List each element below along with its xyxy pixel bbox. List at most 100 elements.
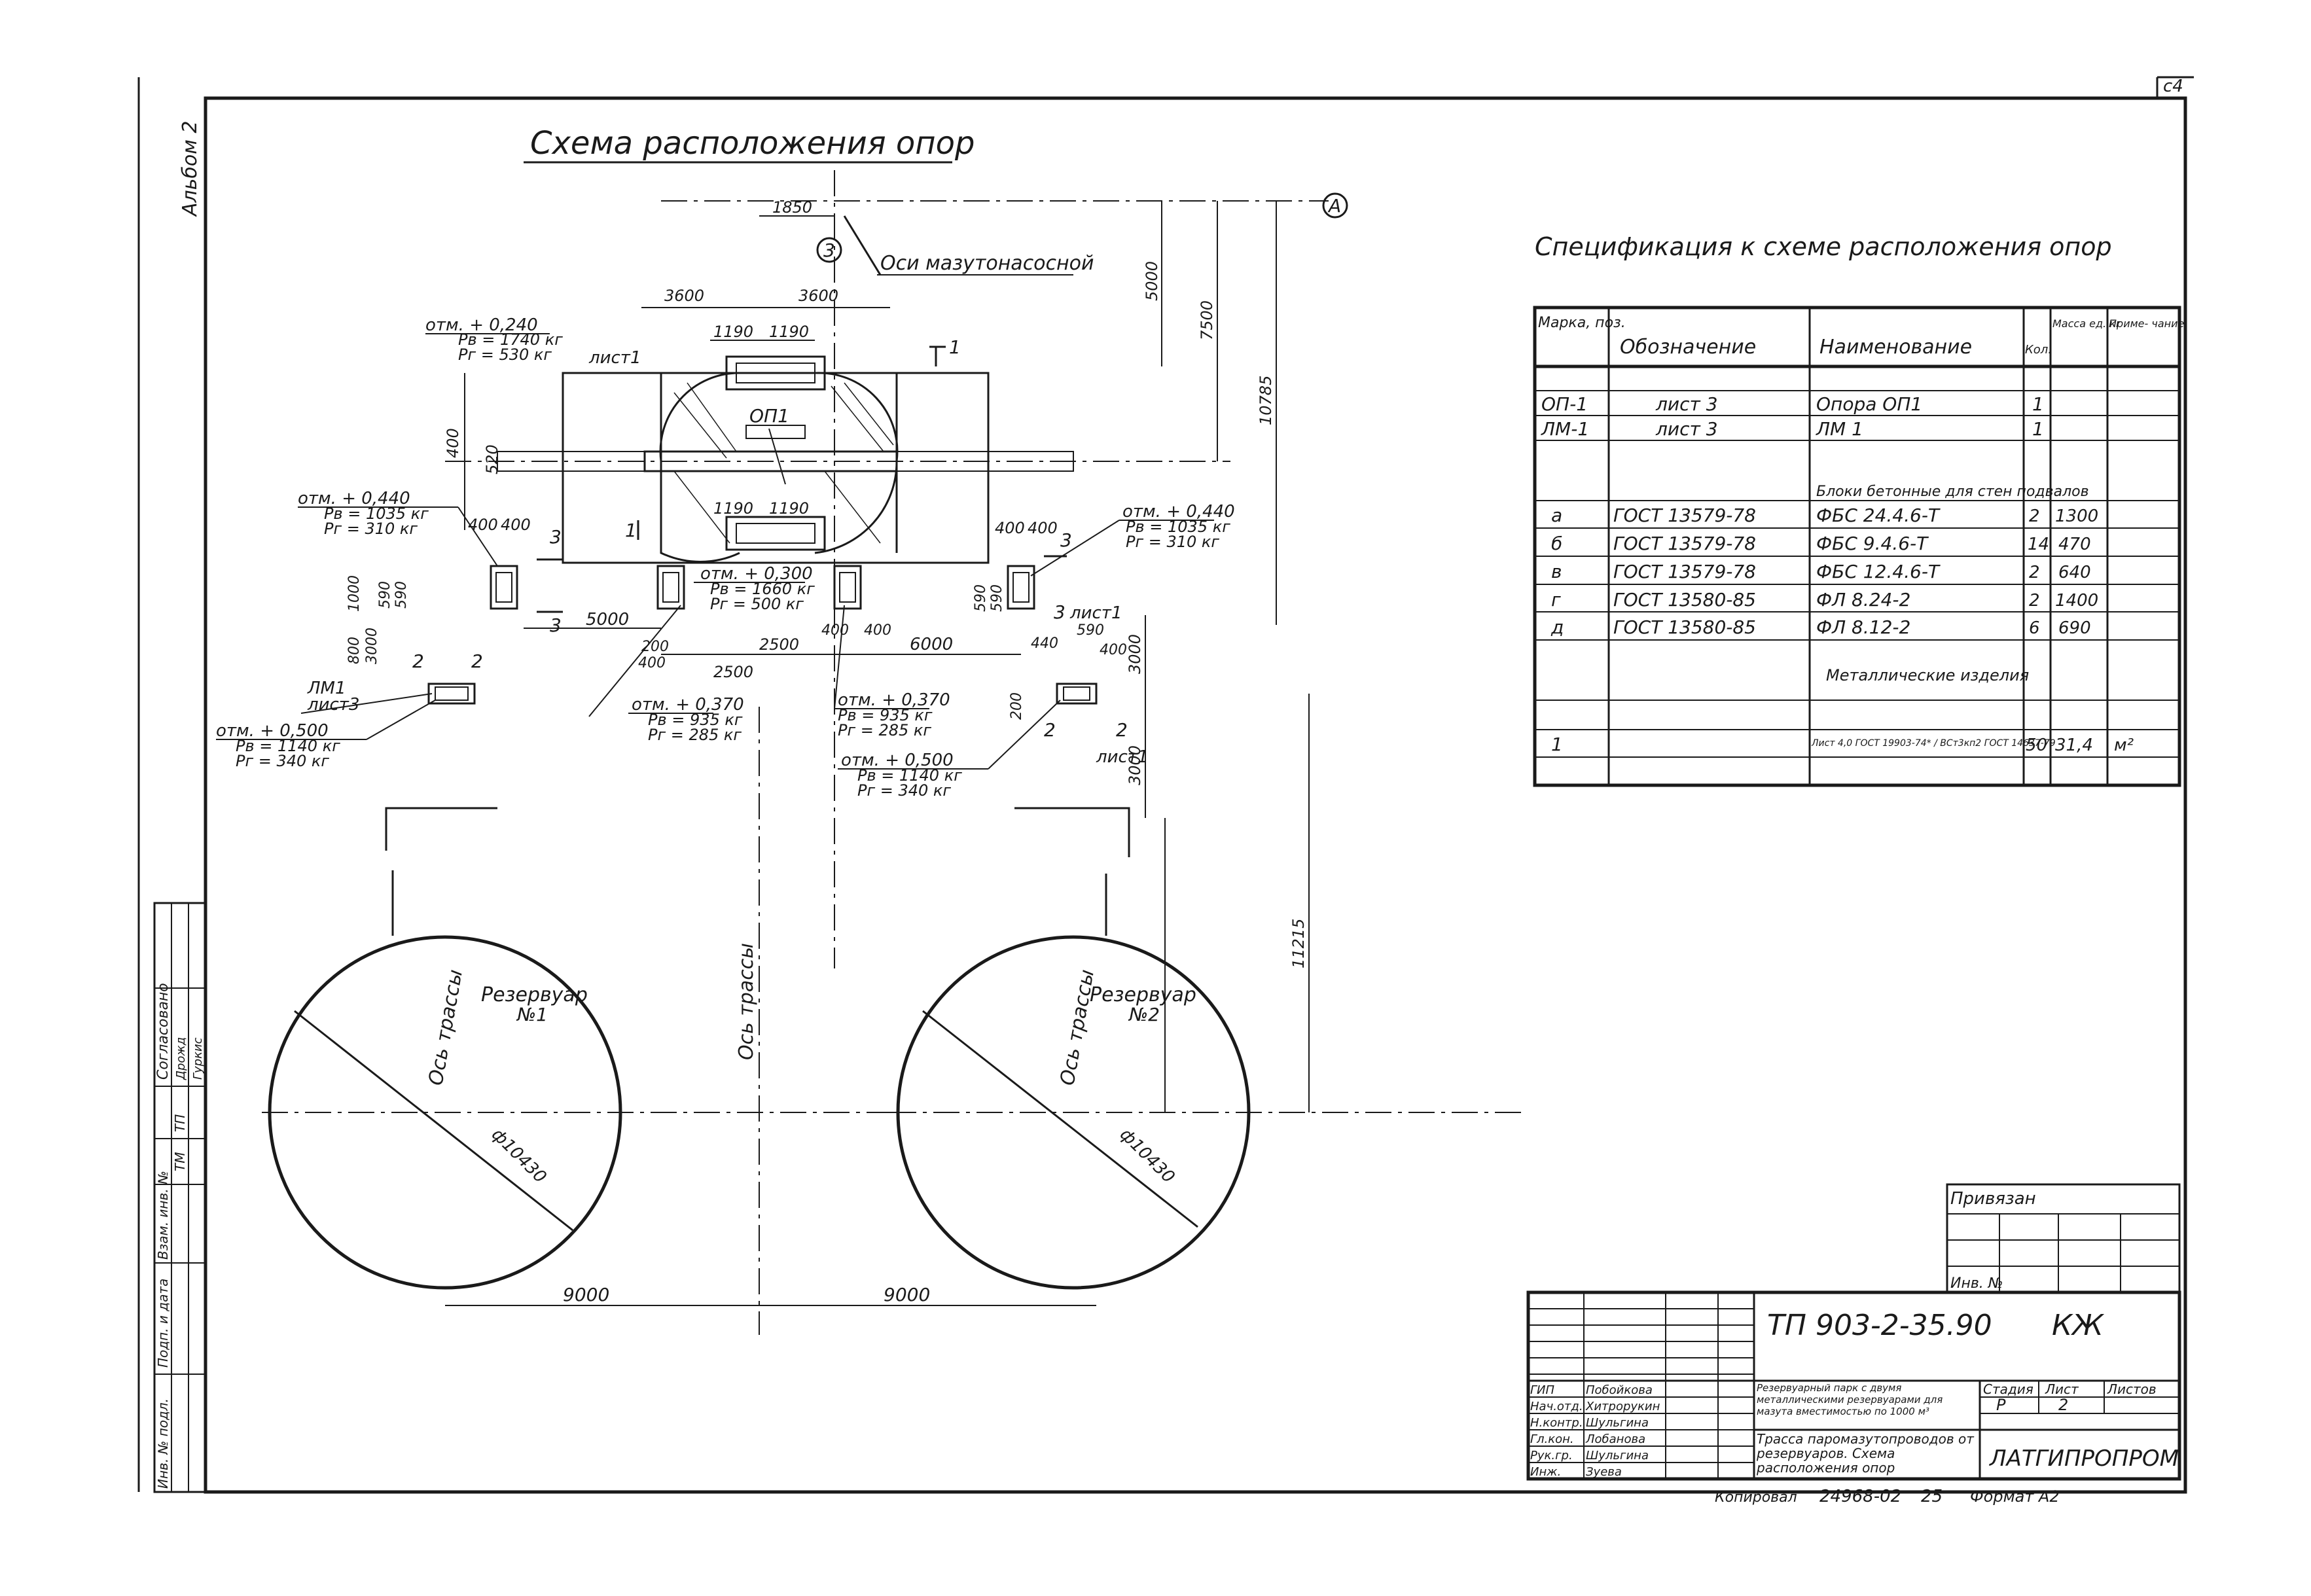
svg-text:Рг = 500 кг: Рг = 500 кг (710, 595, 804, 613)
svg-text:800: 800 (346, 637, 363, 664)
svg-text:Рг = 285 кг: Рг = 285 кг (838, 721, 931, 739)
svg-text:1300: 1300 (2055, 506, 2098, 526)
svg-text:400: 400 (468, 516, 498, 534)
svg-text:ГОСТ 13579-78: ГОСТ 13579-78 (1613, 533, 1756, 554)
svg-text:отм. + 0,440: отм. + 0,440 (1122, 502, 1235, 522)
order-number: 24968-02 (1819, 1487, 1901, 1506)
lm1-label: ЛМ1 (307, 679, 346, 698)
spec-h-mass: Масса ед. кг (2052, 317, 2122, 330)
strip-tp: ТП (172, 1114, 188, 1132)
op1-label: ОП1 (749, 405, 789, 427)
svg-text:1190: 1190 (713, 323, 753, 341)
svg-text:2: 2 (2029, 591, 2040, 611)
svg-text:отм. + 0,370: отм. + 0,370 (632, 695, 744, 715)
spec-title: Спецификация к схеме расположения опор (1535, 232, 2112, 261)
svg-text:ФБС 24.4.6-Т: ФБС 24.4.6-Т (1816, 505, 1941, 526)
plan-title: Схема расположения опор (530, 125, 975, 162)
svg-text:11215: 11215 (1289, 919, 1308, 968)
spec-row-7: г ГОСТ 13580-85 ФЛ 8.24-2 2 1400 (1551, 589, 2098, 611)
spec-row-2: ЛМ-1 лист 3 ЛМ 1 1 (1541, 418, 2044, 440)
svg-text:2500: 2500 (713, 663, 753, 681)
route-axis-center: Ось трассы (735, 943, 758, 1060)
tank2-diameter: ф10430 (1116, 1125, 1178, 1187)
org-name: ЛАТГИПРОПРОМ (1988, 1445, 2179, 1472)
svg-text:ЛМ-1: ЛМ-1 (1541, 418, 1589, 440)
title-block: Привязан Инв. № ТП 903-2-35.90 КЖ ГИП По… (1526, 1183, 2181, 1506)
svg-text:лист 3: лист 3 (1655, 393, 1718, 415)
list1-a: лист1 (588, 348, 641, 368)
axis-3-label: 3 (823, 239, 835, 261)
privyazan-label: Привязан (1950, 1189, 2036, 1209)
svg-text:400: 400 (444, 428, 462, 458)
svg-text:Нач.отд.: Нач.отд. (1530, 1400, 1583, 1413)
svg-text:590: 590 (1077, 622, 1104, 639)
svg-text:200: 200 (1009, 692, 1025, 720)
svg-text:Шульгина: Шульгина (1586, 1449, 1649, 1463)
svg-text:отм. + 0,500: отм. + 0,500 (841, 751, 954, 770)
svg-text:Инж.: Инж. (1530, 1465, 1561, 1479)
svg-text:Рг = 340 кг: Рг = 340 кг (857, 781, 951, 800)
svg-text:2: 2 (2029, 506, 2040, 526)
svg-text:590: 590 (393, 581, 410, 609)
svg-text:ГОСТ 13580-85: ГОСТ 13580-85 (1613, 616, 1756, 638)
svg-text:ФБС 9.4.6-Т: ФБС 9.4.6-Т (1816, 533, 1929, 554)
stage-header: Стадия (1983, 1381, 2033, 1397)
svg-text:ГОСТ 13580-85: ГОСТ 13580-85 (1613, 589, 1756, 611)
svg-text:690: 690 (2058, 618, 2091, 638)
svg-text:Рг = 285 кг: Рг = 285 кг (648, 726, 742, 744)
axis-3-bubble (816, 237, 842, 263)
svg-text:ФЛ 8.24-2: ФЛ 8.24-2 (1816, 589, 1910, 611)
tank-2: Ось трассы Резервуар №2 ф10430 (896, 807, 1251, 1290)
svg-text:отм. + 0,370: отм. + 0,370 (838, 690, 950, 710)
note-2: отм. + 0,440 Рв = 1035 кг Рг = 310 кг (298, 489, 498, 567)
svg-text:Рг = 340 кг: Рг = 340 кг (236, 752, 329, 770)
svg-text:1: 1 (2032, 418, 2044, 440)
tank1-diameter: ф10430 (488, 1125, 550, 1187)
op1-structure: ОП1 (497, 355, 1074, 564)
svg-text:Побойкова: Побойкова (1586, 1383, 1653, 1397)
svg-text:1: 1 (1551, 734, 1563, 755)
tank-1: Ось трассы Резервуар №1 ф10430 (268, 807, 622, 1290)
strip-name-2: Гуркис (191, 1037, 205, 1080)
inv-label: Инв. № (1950, 1275, 2003, 1292)
svg-text:ОП-1: ОП-1 (1541, 393, 1588, 415)
svg-text:1190: 1190 (769, 323, 809, 341)
svg-text:590: 590 (973, 584, 989, 612)
sheets-header: Листов (2107, 1381, 2157, 1397)
svg-text:7500: 7500 (1198, 300, 1216, 340)
section-3a: 3 (550, 526, 562, 548)
sheet-value: 2 (2058, 1396, 2068, 1414)
left-approval-strip: Инв. № подл. Подп. и дата Взам. инв. № Т… (153, 902, 207, 1493)
note-4: отм. + 0,440 Рв = 1035 кг Рг = 310 кг (1030, 502, 1235, 576)
svg-text:3600: 3600 (664, 287, 704, 305)
route-axis-1: Ось трассы (424, 968, 467, 1087)
svg-text:10785: 10785 (1257, 376, 1275, 425)
svg-text:ФЛ 8.12-2: ФЛ 8.12-2 (1816, 616, 1910, 638)
svg-text:400: 400 (864, 622, 891, 639)
svg-text:400: 400 (821, 622, 849, 639)
svg-text:200: 200 (641, 639, 669, 655)
svg-text:6: 6 (2029, 618, 2040, 638)
axis-a-bubble (1322, 192, 1348, 219)
strip-podp-data: Подп. и дата (155, 1279, 171, 1368)
small-supports (427, 565, 1098, 705)
svg-text:590: 590 (377, 581, 393, 609)
svg-text:в: в (1551, 561, 1562, 582)
svg-text:отм. + 0,440: отм. + 0,440 (298, 489, 410, 508)
svg-text:Блоки бетонные для стен подвал: Блоки бетонные для стен подвалов (1816, 484, 2089, 500)
spec-h-mark: Марка, поз. (1538, 315, 1626, 331)
stamp-people: ГИП Побойкова Нач.отд. Хитрорукин Н.конт… (1530, 1383, 1660, 1479)
stamp-object: Резервуарный парк с двумя металлическими… (1757, 1382, 1943, 1417)
svg-text:1000: 1000 (346, 575, 363, 612)
svg-text:470: 470 (2058, 535, 2091, 554)
spec-row-6: в ГОСТ 13579-78 ФБС 12.4.6-Т 2 640 (1551, 561, 2091, 582)
svg-text:9000: 9000 (563, 1284, 609, 1305)
tank2-name: Резервуар (1090, 984, 1196, 1006)
sheet-number: с4 (2163, 77, 2183, 96)
svg-text:Хитрорукин: Хитрорукин (1585, 1400, 1660, 1413)
svg-text:отм. + 0,300: отм. + 0,300 (700, 564, 813, 584)
sheet-frame: с4 Альбом 2 (137, 76, 2194, 1494)
dimensions: 1850 3600 3600 1190 1190 1190 1190 5000 … (346, 198, 1310, 1306)
svg-text:400: 400 (638, 655, 666, 671)
svg-text:б: б (1551, 533, 1562, 554)
